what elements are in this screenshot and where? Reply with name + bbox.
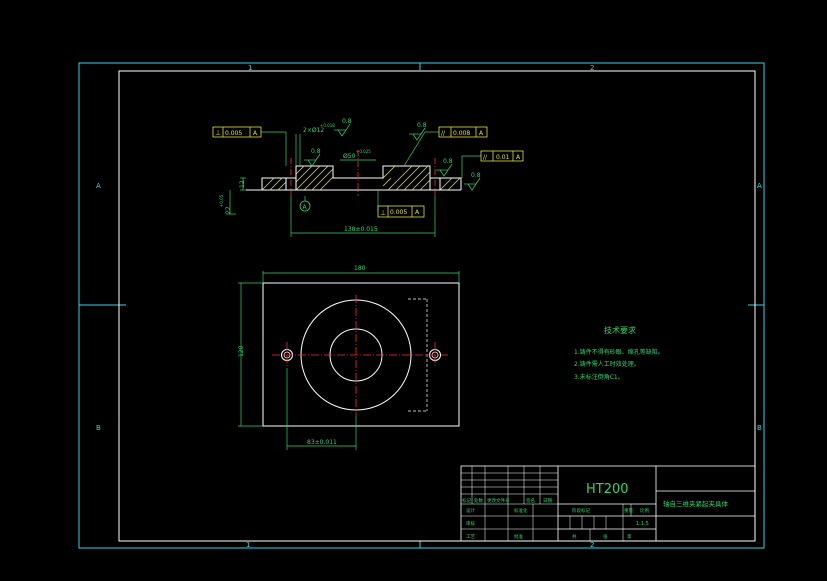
label-review: 审核 [466,520,475,527]
tol-box-left: ⊥ 0.005 A [212,126,262,138]
plan-view: 180 120 83±0.011 [238,265,460,450]
svg-text:0.008: 0.008 [453,130,470,137]
label-standard: 标准化 [514,507,528,514]
technical-requirements: 技术要求 1.铸件不得有砂眼、缩孔等缺陷。 2.铸件需人工时效处理。 3.未标注… [574,325,664,381]
label-stage-mark: 阶段标记 [572,507,590,514]
roughness-4: 0.8 [443,158,453,165]
label-sheet-total: 共 [572,533,577,540]
svg-text:A: A [415,209,420,216]
svg-text:A: A [516,154,521,161]
roughness-1: 0.8 [342,118,352,125]
tech-req-title: 技术要求 [604,325,636,335]
zone-label-right-a: A [757,182,762,190]
svg-text:⊥: ⊥ [215,129,221,137]
plan-height-dim: 120 [238,345,245,357]
section-hatch [261,165,461,191]
label-weight: 重量 [624,507,633,514]
zone-label-bottom-1: 1 [246,541,250,549]
material: HT200 [586,482,629,497]
sheet-frame [78,62,765,549]
bore-dim-tol: +0.025 [356,149,371,154]
label-sheet-no: 第 [627,533,632,540]
part-name: 轴自三维夹紧起夹具体 [663,499,729,508]
svg-text:A: A [253,130,258,137]
svg-text://: // [483,154,488,161]
roughness-5: 0.8 [471,172,481,179]
hole-dim-tol: +0.018 [320,123,335,128]
label-scale: 比例 [640,507,649,514]
datum-label: A [303,204,308,211]
tech-req-item-1: 1.铸件不得有砂眼、缩孔等缺陷。 [574,348,664,356]
label-approve: 批准 [514,533,523,540]
inner-frame [118,70,756,542]
svg-text:0.01: 0.01 [496,154,510,161]
svg-text:0.005: 0.005 [225,130,242,137]
roughness-3: 0.8 [417,122,427,129]
label-craft: 工艺 [466,534,475,540]
bore-dim: Ø50 [343,153,356,160]
plan-width-dim: 180 [354,265,366,272]
zone-label-top-1: 1 [248,64,252,72]
zone-label-top-2: 2 [590,64,594,72]
tech-req-item-2: 2.铸件需人工时效处理。 [574,360,640,368]
roughness-2: 0.8 [311,148,321,155]
label-sheet: 张 [603,533,608,540]
zone-label-bottom-2: 2 [590,541,594,549]
zone-label-left-b: B [96,424,101,432]
tech-req-item-3: 3.未标注倒角C1。 [574,373,624,381]
label-design: 设计 [466,507,475,514]
title-block: HT200 轴自三维夹紧起夹具体 标记 处数 更改文件号 签名 日期 设计 标准… [460,465,756,542]
tol-box-top-right: // 0.008 A [438,126,488,138]
scale-value: 1:1.5 [636,521,649,527]
label-doc-no: 更改文件号 [487,497,510,504]
datum-marker [299,200,311,212]
height-dim: 12 [239,180,246,188]
svg-text:⊥: ⊥ [380,209,386,217]
tol-box-bottom: ⊥ 0.005 A [377,205,425,218]
svg-text://: // [441,130,446,137]
tol-box-right: // 0.01 A [480,150,524,162]
label-date: 日期 [543,498,552,504]
svg-text:A: A [479,130,484,137]
zone-label-left-a: A [96,182,101,190]
zone-label-right-b: B [757,424,762,432]
hole-dim: 2×Ø12 [303,127,324,134]
plan-center-dim: 83±0.011 [307,439,337,446]
section-view: A ⊥ 0.005 A // 0.008 A // 0.01 A [212,118,524,237]
svg-text:0.005: 0.005 [390,209,407,216]
label-count: 处数 [474,497,483,504]
label-mark: 标记 [462,497,471,504]
label-sign: 签名 [526,497,535,504]
depth-dim: 22 [225,206,232,214]
depth-dim-tol: +0.05 [219,194,224,207]
width-dim: 138±0.015 [344,226,378,233]
